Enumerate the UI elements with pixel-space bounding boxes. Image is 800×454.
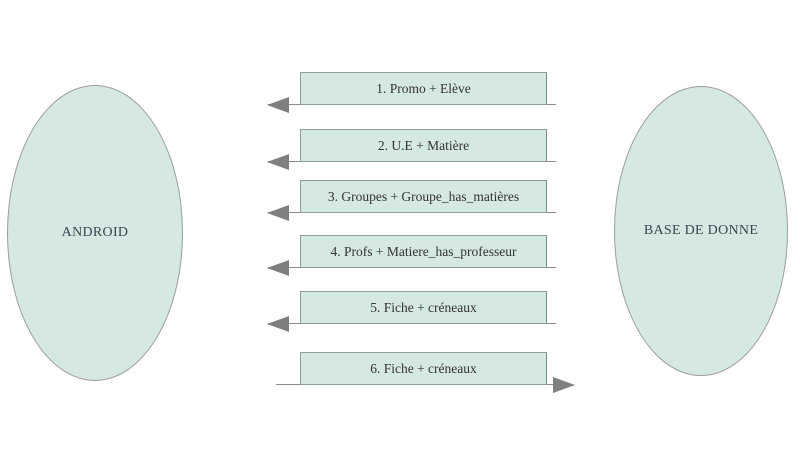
message-1-label: 1. Promo + Elève — [376, 80, 471, 96]
message-3-label: 3. Groupes + Groupe_has_matières — [327, 188, 520, 204]
message-1-box: 1. Promo + Elève — [300, 72, 547, 105]
message-4: 4. Profs + Matiere_has_professeur — [0, 235, 800, 277]
arrow-left-icon — [267, 154, 289, 170]
arrow-left-icon — [267, 205, 289, 221]
message-4-box: 4. Profs + Matiere_has_professeur — [300, 235, 547, 268]
message-6-label: 6. Fiche + créneaux — [370, 360, 477, 376]
message-1: 1. Promo + Elève — [0, 72, 800, 114]
node-database-label: BASE DE DONNE — [643, 223, 759, 238]
arrow-left-icon — [267, 260, 289, 276]
message-2: 2. U.E + Matière — [0, 129, 800, 171]
node-android-label: ANDROID — [61, 225, 129, 240]
message-6: 6. Fiche + créneaux — [0, 352, 800, 394]
message-5: 5. Fiche + créneaux — [0, 291, 800, 333]
message-3-box: 3. Groupes + Groupe_has_matières — [300, 180, 547, 213]
message-5-label: 5. Fiche + créneaux — [370, 299, 477, 315]
message-3: 3. Groupes + Groupe_has_matières — [0, 180, 800, 222]
arrow-left-icon — [267, 97, 289, 113]
message-4-label: 4. Profs + Matiere_has_professeur — [330, 243, 517, 259]
arrow-left-icon — [267, 316, 289, 332]
node-android: ANDROID — [7, 85, 183, 381]
message-2-label: 2. U.E + Matière — [377, 137, 470, 153]
arrow-right-icon — [553, 377, 575, 393]
node-database: BASE DE DONNE — [614, 86, 788, 376]
message-5-box: 5. Fiche + créneaux — [300, 291, 547, 324]
message-2-box: 2. U.E + Matière — [300, 129, 547, 162]
message-6-box: 6. Fiche + créneaux — [300, 352, 547, 385]
